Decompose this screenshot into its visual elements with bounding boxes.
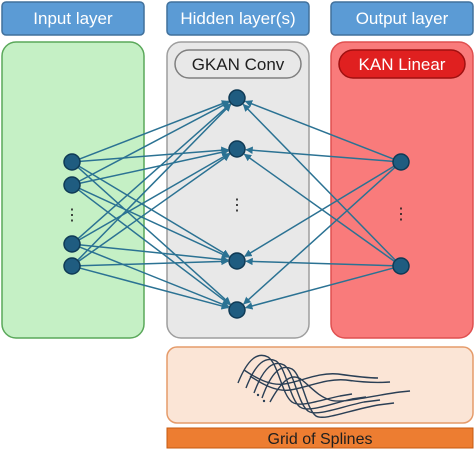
hidden-node — [228, 301, 246, 319]
input-node — [63, 176, 81, 194]
input-nodes — [63, 153, 81, 275]
hidden-node — [228, 140, 246, 158]
connection-edge — [78, 165, 230, 258]
connection-edge — [245, 146, 394, 163]
connection-edge — [79, 246, 230, 308]
splines-illustration — [237, 354, 411, 418]
input-ellipsis: ⋮ — [64, 207, 80, 224]
connection-edge — [78, 153, 231, 262]
connection-edge — [78, 101, 230, 182]
hidden-ellipsis: ⋮ — [229, 197, 245, 214]
gkan-conv-label: GKAN Conv — [192, 55, 285, 74]
input-node — [63, 235, 81, 253]
connection-edge — [79, 267, 230, 310]
connection-edge — [77, 103, 232, 261]
input-layer-header: Input layer — [1, 1, 145, 36]
output-ellipsis: ⋮ — [393, 206, 409, 223]
output-nodes — [392, 153, 410, 275]
output-layer-header: Output layer — [330, 1, 474, 36]
output-layer-title: Output layer — [356, 9, 449, 28]
connection-edge — [245, 257, 394, 267]
connection-edge — [243, 166, 396, 305]
kan-linear-label: KAN Linear — [359, 55, 446, 74]
output-node — [392, 153, 410, 171]
connection-edge — [244, 165, 395, 257]
connection-edge — [242, 103, 396, 261]
network-edges — [77, 100, 396, 310]
kan-linear-pill: KAN Linear — [338, 49, 466, 79]
connection-edge — [77, 103, 231, 240]
hidden-layer-header: Hidden layer(s) — [166, 1, 310, 36]
connection-edge — [79, 257, 229, 267]
hidden-node — [228, 89, 246, 107]
connection-edge — [79, 100, 230, 160]
grid-of-splines-text: Grid of Splines — [268, 431, 373, 448]
connection-edge — [79, 244, 229, 264]
hidden-node — [228, 252, 246, 270]
input-layer-title: Input layer — [33, 9, 113, 28]
hidden-nodes — [228, 89, 246, 319]
splines-panel — [166, 346, 474, 424]
grid-of-splines-label: Grid of Splines — [166, 427, 474, 449]
connection-edge — [78, 152, 230, 241]
connection-edge — [244, 100, 394, 160]
connection-edge — [77, 166, 231, 305]
connection-edge — [79, 146, 229, 163]
connection-edge — [78, 187, 230, 258]
connection-edge — [243, 153, 395, 262]
connection-edge — [79, 148, 229, 185]
input-node — [63, 153, 81, 171]
connection-edge — [77, 189, 231, 306]
output-node — [392, 257, 410, 275]
connection-edge — [244, 267, 394, 310]
output-layer-panel — [330, 41, 474, 339]
gkan-conv-pill: GKAN Conv — [174, 49, 302, 79]
input-node — [63, 257, 81, 275]
hidden-layer-title: Hidden layer(s) — [180, 9, 295, 28]
hidden-layer-panel — [166, 41, 310, 339]
